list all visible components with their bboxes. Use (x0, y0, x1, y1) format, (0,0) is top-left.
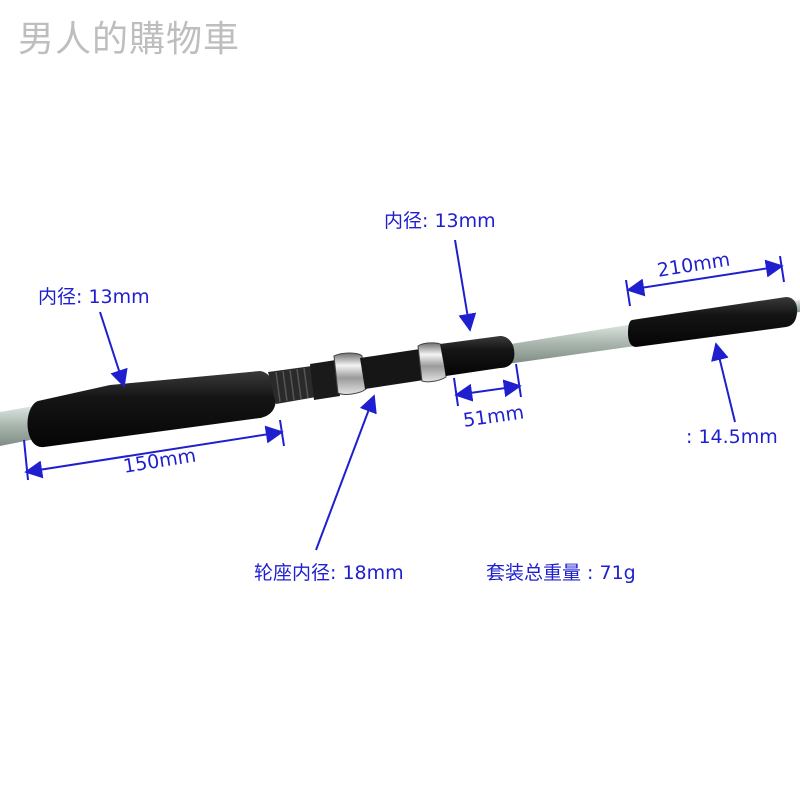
chrome-ring-rear (333, 352, 367, 395)
handle-inner-diameter-label: 内径: 13mm (38, 286, 150, 308)
thread-lines (275, 367, 309, 403)
rod-blank-middle (505, 323, 642, 364)
butt-foam-grip (628, 297, 798, 347)
reel-seat-inner-diameter-label: 轮座内径: 18mm (254, 562, 404, 584)
total-weight-label: 套装总重量 : 71g (486, 562, 636, 584)
dimension-arrows (23, 239, 785, 551)
chrome-ring-front (417, 342, 447, 383)
reel-seat-nut (310, 360, 340, 400)
fore-foam-grip (440, 336, 515, 376)
butt-grip-diameter-label: : 14.5mm (686, 426, 778, 448)
watermark-text: 男人的購物車 (18, 19, 241, 60)
fore-grip-inner-diameter-label: 内径: 13mm (384, 210, 496, 232)
rear-foam-grip (27, 371, 277, 448)
reel-seat-body (360, 349, 424, 389)
